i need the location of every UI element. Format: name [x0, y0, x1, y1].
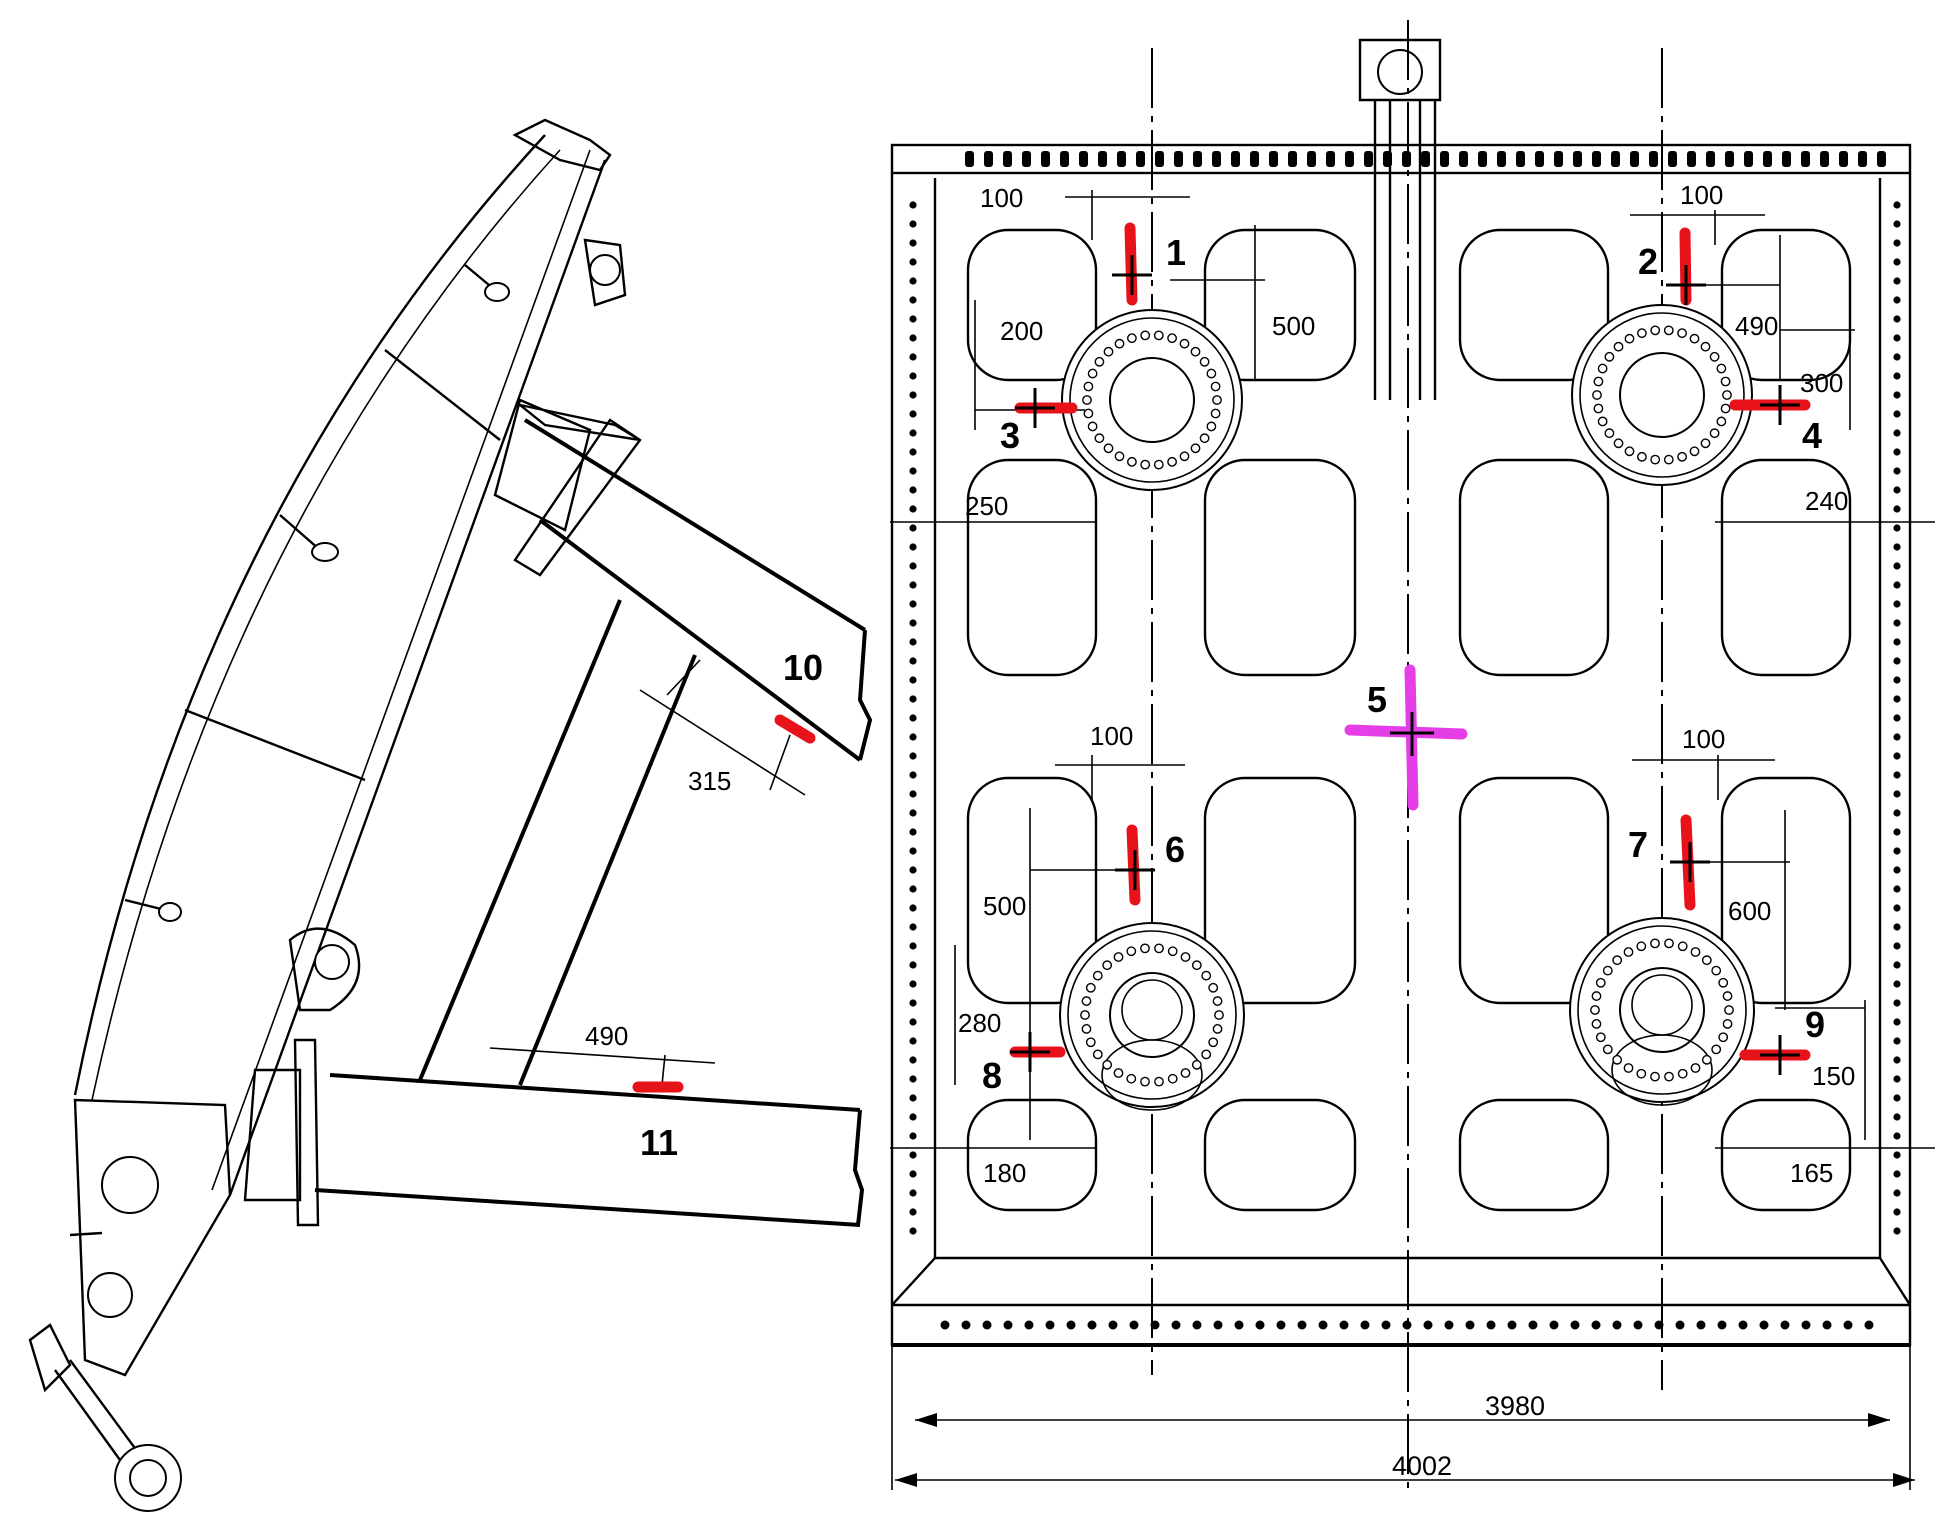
lifting-lug — [1358, 38, 1442, 400]
point-label-9: 9 — [1805, 1004, 1825, 1045]
base-slot — [69, 1231, 103, 1237]
flange-3 — [1059, 922, 1245, 1111]
arm-10-flange — [513, 403, 642, 577]
base-bracket — [28, 1323, 72, 1393]
arm-11-flange — [293, 1038, 320, 1227]
boom-outer-edge — [73, 134, 546, 1096]
bottom-chamfer — [891, 1257, 1912, 1307]
dim-p2-offset: 100 — [1680, 180, 1723, 210]
point-label-2: 2 — [1638, 241, 1658, 282]
studs — [124, 264, 510, 922]
point-label-8: 8 — [982, 1055, 1002, 1096]
flange-2 — [1571, 304, 1753, 486]
front-dimension-lines — [890, 190, 1935, 1490]
mid-lug — [288, 927, 361, 1012]
rib-1 — [384, 349, 501, 441]
point-label-11: 11 — [640, 1122, 678, 1163]
front-view: 100 500 200 250 100 490 300 240 100 500 … — [890, 20, 1935, 1490]
side-perforations — [909, 201, 1901, 1235]
dim-p8-side: 180 — [983, 1158, 1026, 1188]
boom-tip — [512, 118, 612, 172]
dim-p3-side: 250 — [965, 491, 1008, 521]
base-link-2 — [69, 1359, 141, 1456]
dim-inner-width: 3980 — [1485, 1391, 1545, 1421]
dim-p4-height: 300 — [1800, 368, 1843, 398]
dimension-10: 315 — [639, 659, 806, 796]
lifting-lug-hole — [1377, 49, 1423, 95]
base-link — [54, 1369, 121, 1461]
pivot-pin-inner — [129, 1459, 167, 1497]
arm-11-collar — [243, 1068, 302, 1202]
dim-p1-offset: 100 — [980, 183, 1023, 213]
top-rail-bolts — [965, 151, 1886, 167]
top-rail — [890, 143, 1912, 175]
dim-outer-width: 4002 — [1392, 1451, 1452, 1481]
arm-10 — [523, 418, 873, 762]
strut-1 — [418, 599, 622, 1081]
dim-p8-height: 280 — [958, 1008, 1001, 1038]
dim-p4-side: 240 — [1805, 486, 1848, 516]
base-hole-2 — [87, 1272, 133, 1318]
base-plate — [73, 1098, 232, 1377]
dim-p2-drop: 490 — [1735, 311, 1778, 341]
dimension-11: 490 — [489, 1021, 716, 1086]
mid-lug-hole — [314, 944, 350, 980]
dim-p7-drop: 600 — [1728, 896, 1771, 926]
base-hole-1 — [101, 1156, 159, 1214]
gauge-10 — [774, 714, 816, 744]
dim-p7-offset: 100 — [1682, 724, 1725, 754]
dim-p11-distance: 490 — [585, 1021, 628, 1051]
point-label-7: 7 — [1628, 824, 1648, 865]
dim-p1-drop: 500 — [1272, 311, 1315, 341]
point-label-10: 10 — [783, 647, 823, 688]
arm-10-collar — [493, 398, 592, 532]
boom-inner-edge — [228, 159, 607, 1196]
dim-p6-drop: 500 — [983, 891, 1026, 921]
bottom-perforations — [940, 1320, 1874, 1330]
openings — [966, 228, 1852, 1212]
flange-1 — [1061, 309, 1243, 491]
flange-4 — [1569, 917, 1755, 1106]
arm-11 — [314, 1073, 865, 1227]
dim-p9-height: 150 — [1812, 1061, 1855, 1091]
point-label-3: 3 — [1000, 415, 1020, 456]
point-label-6: 6 — [1165, 829, 1185, 870]
dim-p3-height: 200 — [1000, 316, 1043, 346]
point-label-1: 1 — [1166, 232, 1186, 273]
dim-p10-distance: 315 — [688, 766, 731, 796]
gauge-crosses — [1010, 255, 1800, 1075]
tip-lug-plate — [583, 238, 627, 307]
bolt-flanges — [1059, 304, 1755, 1111]
rib-2 — [184, 708, 366, 782]
frame-outer — [890, 173, 1912, 1347]
dim-p6-offset: 100 — [1090, 721, 1133, 751]
point-label-4: 4 — [1802, 415, 1822, 456]
side-view: 315 490 10 11 — [28, 118, 873, 1512]
dim-p9-side: 165 — [1790, 1158, 1833, 1188]
tip-lug — [589, 254, 621, 286]
boom-outer-edge-inner — [91, 149, 561, 1101]
boom-inner-edge-2 — [211, 149, 591, 1191]
point-label-5: 5 — [1367, 679, 1387, 720]
strut-2 — [518, 654, 697, 1086]
